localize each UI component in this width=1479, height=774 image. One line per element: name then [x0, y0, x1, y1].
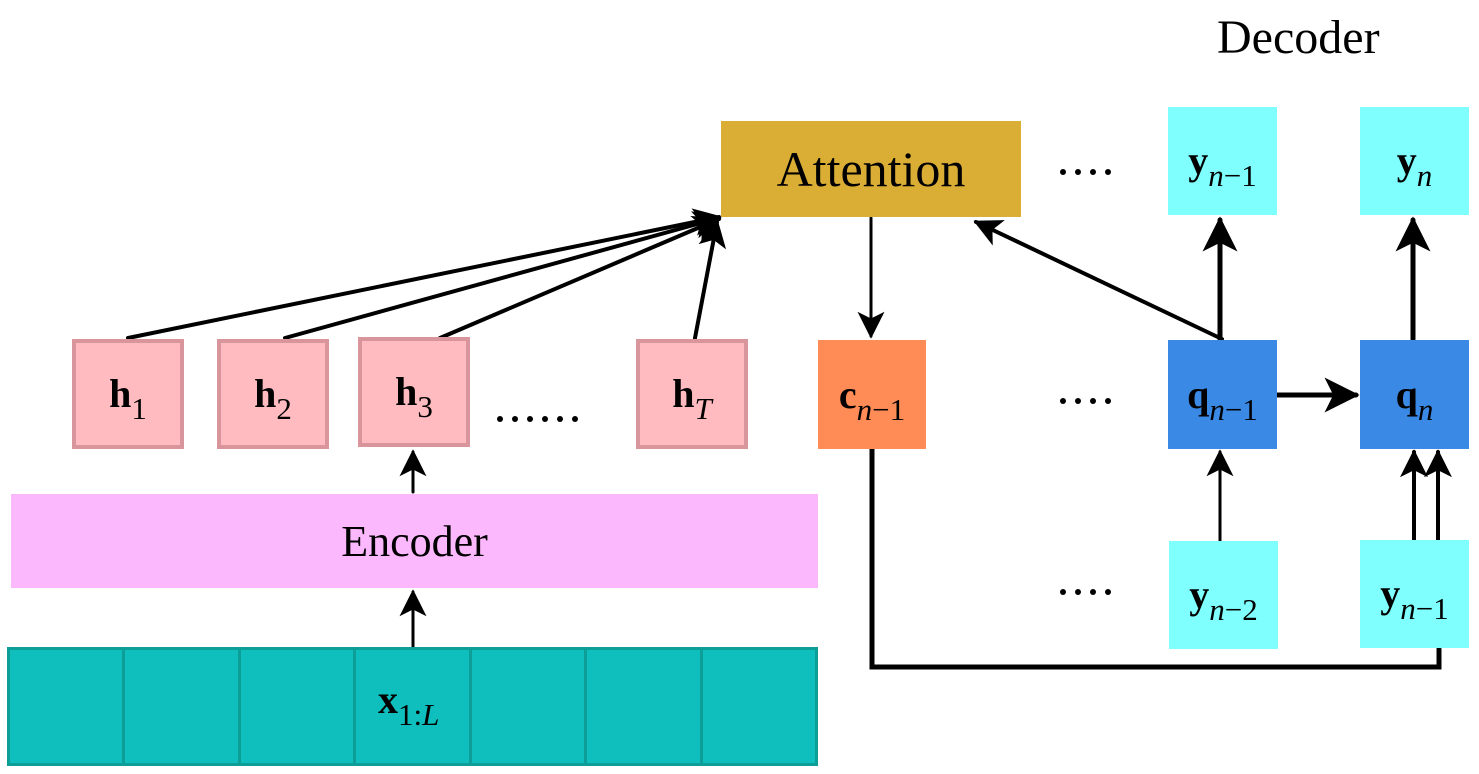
var-subscript: 2	[276, 391, 292, 426]
var-subscript-var: n	[1400, 591, 1416, 626]
decoder-state-q-n: qn	[1360, 340, 1469, 449]
encoder-block: Encoder	[11, 494, 818, 588]
var-subscript: 1	[131, 391, 147, 426]
output-y-n-minus-2-bottom: yn−2	[1169, 541, 1278, 649]
var-subscript-rest: −1	[872, 391, 906, 427]
output-y-n-top: yn	[1360, 107, 1469, 215]
input-cell	[125, 650, 241, 763]
hidden-state-h2: h2	[217, 339, 329, 449]
input-cell	[472, 650, 588, 763]
input-cell	[587, 650, 703, 763]
input-label: x1:L	[378, 677, 439, 731]
var-base: y	[1188, 138, 1209, 183]
ellipsis-hidden	[497, 416, 578, 422]
var-base: h	[395, 369, 418, 414]
hidden-state-hT: hT	[636, 339, 748, 449]
var-subscript-var: n	[1417, 391, 1434, 427]
var-subscript-var: n	[856, 391, 873, 427]
input-cell	[10, 650, 126, 763]
hidden-state-h1: h1	[72, 339, 184, 449]
var-base: h	[254, 371, 277, 416]
var-base: y	[1189, 572, 1210, 617]
input-cell	[356, 650, 472, 763]
ellipsis-middle	[1060, 398, 1111, 404]
hidden-state-h3: h3	[358, 337, 470, 447]
context-vector: cn−1	[818, 340, 926, 449]
var-subscript-rest: −1	[1224, 391, 1258, 427]
input-cell	[703, 650, 815, 763]
var-base: q	[1395, 371, 1418, 417]
var-base: c	[838, 371, 857, 417]
arrow-qn1-attention	[973, 220, 1224, 341]
arrow-hT-attention	[693, 219, 727, 340]
var-base: y	[1396, 138, 1417, 183]
var-subscript-var: n	[1208, 158, 1224, 193]
var-subscript-var: n	[1209, 592, 1225, 627]
attention-block: Attention	[721, 121, 1021, 217]
var-base: h	[672, 371, 695, 416]
output-y-n-minus-1-bottom: yn−1	[1360, 540, 1469, 648]
var-subscript-var: n	[1209, 391, 1225, 427]
var-base: q	[1187, 371, 1210, 417]
input-sequence	[7, 647, 818, 766]
arrow-h2-attention	[283, 211, 722, 340]
ellipsis-bottom	[1060, 589, 1111, 595]
var-subscript-var: L	[422, 697, 440, 732]
context-feedback-line	[869, 446, 1442, 670]
encoder-label: Encoder	[341, 516, 488, 566]
var-base: h	[109, 371, 132, 416]
var-subscript-rest: −2	[1224, 592, 1258, 627]
decoder-state-q-n-minus-1: qn−1	[1168, 340, 1277, 449]
var-subscript-num: 1:	[398, 697, 423, 732]
attention-label: Attention	[776, 141, 966, 197]
var-subscript-var: n	[1416, 158, 1433, 193]
var-subscript: 3	[417, 389, 433, 424]
input-cell	[241, 650, 357, 763]
var-subscript-rest: −1	[1223, 158, 1257, 193]
arrow-h1-attention	[126, 208, 722, 340]
var-subscript: T	[694, 391, 712, 426]
var-subscript-rest: −1	[1415, 591, 1449, 626]
var-base: y	[1380, 571, 1401, 616]
decoder-title: Decoder	[1217, 11, 1380, 64]
var-base: x	[378, 677, 398, 722]
arrow-h3-attention	[438, 216, 722, 340]
ellipsis-top	[1060, 169, 1111, 175]
output-y-n-minus-1-top: yn−1	[1168, 107, 1277, 215]
